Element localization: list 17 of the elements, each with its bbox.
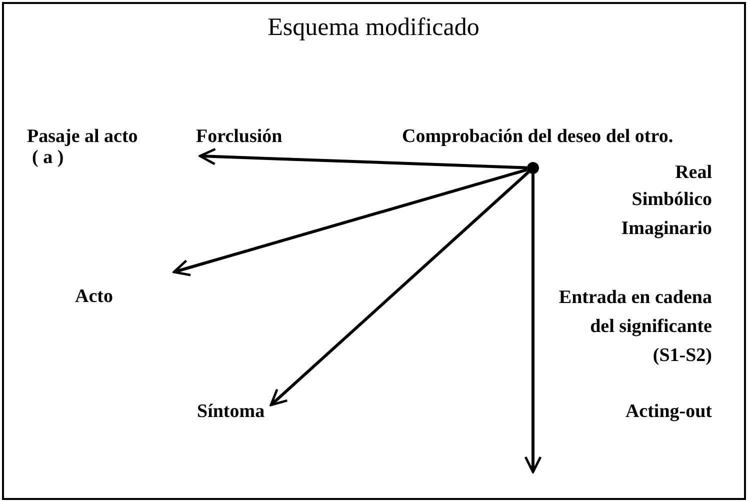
text-label: Simbólico xyxy=(632,189,712,211)
text-label: Pasaje al acto xyxy=(27,126,138,148)
text-label: Síntoma xyxy=(197,401,265,423)
text-label: Entrada en cadena del significante (S1-S2) xyxy=(558,286,712,368)
junction-dot xyxy=(527,162,539,174)
arrow xyxy=(524,174,542,474)
text-label: Real xyxy=(675,162,712,184)
text-label: Imaginario xyxy=(621,218,712,240)
text-label: Acting-out xyxy=(625,401,712,423)
text-label: Forclusión xyxy=(196,126,282,148)
text-label: Comprobación del deseo del otro. xyxy=(402,126,674,148)
arrow xyxy=(270,170,530,406)
diagram-title: Esquema modificado xyxy=(266,13,480,43)
text-label: ( a ) xyxy=(32,147,64,169)
text-label: Acto xyxy=(75,286,113,308)
arrow xyxy=(198,148,528,170)
arrow xyxy=(172,168,528,276)
